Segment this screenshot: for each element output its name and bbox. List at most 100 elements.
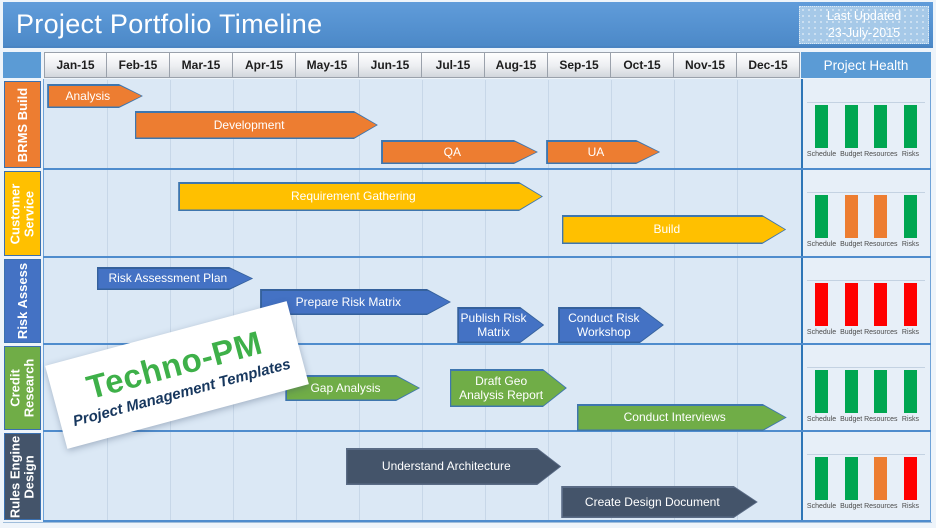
- task-bar-fill: Understand Architecture: [347, 450, 559, 484]
- task-bar-fill: Create Design Document: [563, 488, 757, 517]
- row-separator: [43, 343, 931, 345]
- month-header-cell[interactable]: Feb-15: [107, 52, 170, 78]
- month-header-cell[interactable]: May-15: [296, 52, 359, 78]
- health-bar-label: Budget: [840, 241, 863, 248]
- health-metric: Risks: [896, 194, 925, 248]
- health-metric: Risks: [896, 104, 925, 158]
- month-header-cell[interactable]: Jun-15: [359, 52, 422, 78]
- task-bar[interactable]: UA: [546, 140, 660, 164]
- health-metric: Resources: [864, 369, 898, 423]
- health-bar: [815, 105, 828, 148]
- row-separator: [43, 168, 931, 170]
- health-bar: [844, 370, 858, 413]
- task-bar[interactable]: Build: [562, 215, 786, 244]
- month-gridline: [485, 80, 486, 522]
- row-separator: [43, 520, 931, 522]
- slide-left-edge: [0, 48, 3, 528]
- health-metric: Resources: [864, 282, 898, 336]
- health-metric: Risks: [896, 282, 925, 336]
- row-label[interactable]: Risk Assess: [4, 259, 41, 343]
- task-bar[interactable]: Conduct Interviews: [577, 404, 787, 431]
- health-bar: [815, 370, 828, 413]
- health-bar: [874, 457, 888, 500]
- health-bar-label: Schedule: [806, 416, 837, 423]
- corner-cell: [3, 52, 41, 78]
- last-updated-date: 23-July-2015: [827, 26, 901, 40]
- month-header-cell[interactable]: Apr-15: [233, 52, 296, 78]
- health-bar-label: Risks: [901, 329, 920, 336]
- health-metric: Schedule: [807, 104, 836, 158]
- row-label[interactable]: BRMS Build: [4, 81, 41, 168]
- month-gridline: [170, 80, 171, 522]
- health-bar-label: Schedule: [806, 241, 837, 248]
- task-label: Prepare Risk Matrix: [295, 294, 401, 309]
- slide-right-edge: [932, 48, 936, 528]
- title-bar[interactable]: Project Portfolio Timeline: [3, 2, 933, 48]
- health-bar-label: Budget: [840, 329, 863, 336]
- month-header-cell[interactable]: Jan-15: [44, 52, 107, 78]
- task-label: QA: [443, 144, 461, 159]
- last-updated-badge[interactable]: Last Updated 23-July-2015: [799, 6, 929, 44]
- health-bar-label: Schedule: [806, 329, 837, 336]
- health-bar-label: Risks: [901, 503, 920, 510]
- health-bar: [844, 195, 858, 238]
- task-bar[interactable]: Understand Architecture: [346, 448, 561, 485]
- health-metric: Schedule: [807, 456, 836, 510]
- task-label: Risk Assessment Plan: [108, 271, 228, 286]
- month-header-cell[interactable]: Mar-15: [170, 52, 233, 78]
- month-header-cell[interactable]: Jul-15: [422, 52, 485, 78]
- month-header-cell[interactable]: Sep-15: [548, 52, 611, 78]
- health-metric: Budget: [837, 104, 866, 158]
- task-bar[interactable]: Prepare Risk Matrix: [260, 289, 451, 315]
- health-bar-label: Risks: [901, 416, 920, 423]
- project-health-header: Project Health: [801, 52, 931, 78]
- task-bar[interactable]: QA: [381, 140, 538, 164]
- month-header-cell[interactable]: Nov-15: [674, 52, 737, 78]
- health-metric: Schedule: [807, 282, 836, 336]
- task-label: Understand Architecture: [381, 459, 511, 474]
- month-header-cell[interactable]: Oct-15: [611, 52, 674, 78]
- month-gridline: [548, 80, 549, 522]
- health-bar-label: Risks: [901, 151, 920, 158]
- month-header-cell[interactable]: Aug-15: [485, 52, 548, 78]
- task-bar-fill: Build: [563, 217, 784, 243]
- row-label-text: BRMS Build: [14, 87, 30, 162]
- task-bar[interactable]: Development: [135, 111, 378, 139]
- task-bar-fill: UA: [548, 142, 659, 163]
- health-bar-label: Resources: [864, 241, 898, 248]
- health-bar-label: Schedule: [806, 503, 837, 510]
- task-bar[interactable]: Risk Assessment Plan: [97, 267, 253, 290]
- health-bar: [903, 457, 917, 500]
- month-gridline: [674, 80, 675, 522]
- task-bar-fill: Conduct Interviews: [578, 406, 785, 430]
- project-health-header-label: Project Health: [823, 57, 909, 73]
- row-separator: [43, 430, 931, 432]
- task-bar[interactable]: Requirement Gathering: [178, 182, 543, 211]
- month-header-cell[interactable]: Dec-15: [737, 52, 800, 78]
- health-bar: [874, 105, 888, 148]
- task-bar-fill: Development: [136, 113, 376, 138]
- health-bar: [903, 283, 917, 326]
- row-label-text: Risk Assess: [14, 262, 30, 340]
- slide-bottom-edge: [0, 522, 936, 528]
- health-bar-label: Resources: [864, 329, 898, 336]
- health-bar: [815, 195, 828, 238]
- health-bar: [903, 105, 917, 148]
- month-gridline: [737, 80, 738, 522]
- health-bar: [815, 283, 828, 326]
- task-label: Requirement Gathering: [291, 189, 416, 204]
- task-bar[interactable]: Create Design Document: [561, 486, 758, 518]
